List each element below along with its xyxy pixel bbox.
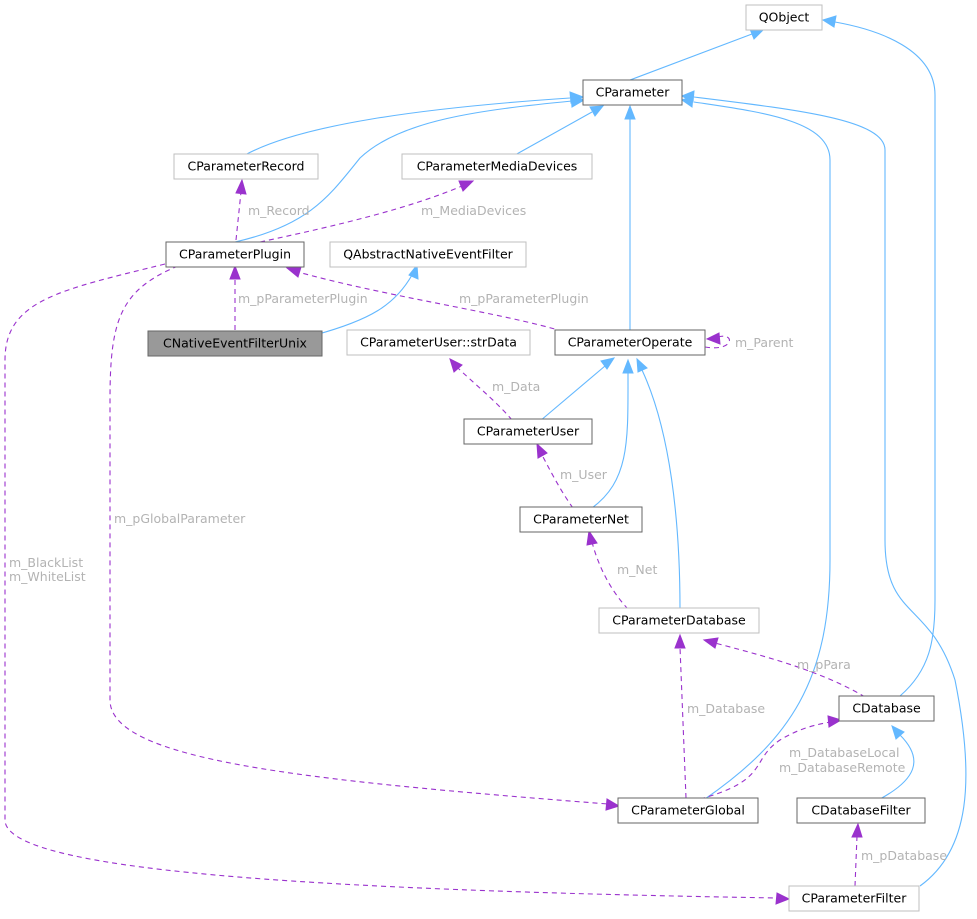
node-cparameterfilter[interactable]: CParameterFilter: [788, 885, 920, 912]
label-m-blacklist: m_BlackList: [9, 555, 83, 570]
edge-m-media-devices: [259, 185, 463, 243]
edge-m-databaselocal: [699, 721, 831, 800]
node-label: CParameterGlobal: [631, 803, 745, 818]
node-cdatabasefilter[interactable]: CDatabaseFilter: [796, 797, 926, 824]
node-cparameterglobal[interactable]: CParameterGlobal: [617, 797, 759, 824]
edge-user-operate: [539, 365, 606, 422]
edge-m-net: [591, 541, 629, 610]
node-label: CParameterFilter: [802, 891, 908, 906]
label-m-whitelist: m_WhiteList: [9, 569, 86, 584]
node-label: CDatabase: [852, 701, 921, 716]
node-cparameteroperate[interactable]: CParameterOperate: [554, 329, 706, 356]
node-cparameterrecord[interactable]: CParameterRecord: [173, 153, 319, 180]
node-label: CParameterDatabase: [612, 613, 746, 628]
label-m-media-devices: m_MediaDevices: [421, 203, 526, 218]
node-label: QObject: [759, 10, 810, 25]
edge-dbfilter-cdatabase: [879, 734, 915, 800]
edge-plugin-cparameter: [234, 100, 573, 243]
node-cparameter[interactable]: CParameter: [582, 79, 683, 106]
label-m-net: m_Net: [617, 562, 657, 577]
node-label: CParameterPlugin: [179, 247, 291, 262]
node-cparameteruser-strdata[interactable]: CParameterUser::strData: [346, 329, 531, 356]
edge-m-pdatabase: [854, 835, 858, 887]
label-m-pglobalparameter: m_pGlobalParameter: [114, 511, 246, 526]
edge-m-pparameterplugin-operate: [297, 271, 581, 338]
node-label: QAbstractNativeEventFilter: [343, 247, 513, 262]
edge-m-blacklist: [4, 263, 779, 899]
label-m-record: m_Record: [248, 203, 310, 218]
node-label: CParameterMediaDevices: [417, 159, 578, 174]
node-cparameteruser[interactable]: CParameterUser: [463, 418, 593, 445]
node-cparametermediadevices[interactable]: CParameterMediaDevices: [401, 153, 593, 180]
label-m-pdatabase: m_pDatabase: [861, 848, 947, 863]
node-cdatabase[interactable]: CDatabase: [838, 695, 935, 722]
edge-m-ppara: [714, 642, 866, 698]
label-m-databaseremote: m_DatabaseRemote: [779, 760, 906, 775]
node-cparameterplugin[interactable]: CParameterPlugin: [165, 241, 305, 268]
node-cnativeeventfilterunix[interactable]: CNativeEventFilterUnix: [147, 330, 323, 357]
edge-m-record: [235, 191, 242, 241]
edge-global-cparameter: [693, 101, 831, 800]
edge-database-operate: [641, 369, 681, 610]
label-m-user: m_User: [560, 467, 608, 482]
label-m-ppara: m_pPara: [797, 657, 851, 672]
node-label: CParameterRecord: [188, 159, 305, 174]
edge-labels: m_Record m_MediaDevices m_pParameterPlug…: [9, 203, 947, 863]
edge-net-operate: [591, 371, 629, 509]
node-label: CParameterUser: [477, 424, 580, 439]
label-m-pparameterplugin-right: m_pParameterPlugin: [459, 291, 589, 306]
inheritance-edges: [234, 15, 967, 887]
node-label: CParameterOperate: [568, 335, 693, 350]
label-m-parent: m_Parent: [735, 335, 794, 350]
label-m-database: m_Database: [687, 701, 765, 716]
node-label: CDatabaseFilter: [811, 803, 911, 818]
edge-cdatabase-qobject: [834, 21, 936, 697]
node-label: CNativeEventFilterUnix: [163, 336, 307, 351]
node-label: CParameter: [596, 85, 671, 100]
edge-filter-cparameter: [693, 96, 967, 887]
edge-native-qabstract: [314, 274, 413, 336]
edge-record-cparameter: [244, 97, 571, 156]
edge-m-data: [457, 367, 513, 421]
node-label: CParameterUser::strData: [360, 335, 517, 350]
edge-media-cparameter: [514, 111, 593, 156]
edge-m-user: [541, 454, 574, 509]
edge-cparameter-qobject: [629, 33, 753, 81]
usage-edges: [4, 178, 866, 905]
label-m-databaselocal: m_DatabaseLocal: [789, 745, 899, 760]
edge-m-parent: [704, 335, 731, 349]
node-cparameterdatabase[interactable]: CParameterDatabase: [598, 607, 760, 634]
label-m-data: m_Data: [492, 379, 540, 394]
node-qabstractnativeeventfilter[interactable]: QAbstractNativeEventFilter: [329, 241, 527, 268]
label-m-pparameterplugin-left: m_pParameterPlugin: [238, 291, 368, 306]
edge-m-database: [679, 646, 687, 799]
node-cparameternet[interactable]: CParameterNet: [519, 506, 643, 533]
node-qobject[interactable]: QObject: [745, 4, 823, 31]
edge-m-pglobalparameter: [109, 265, 609, 805]
node-label: CParameterNet: [533, 512, 629, 527]
